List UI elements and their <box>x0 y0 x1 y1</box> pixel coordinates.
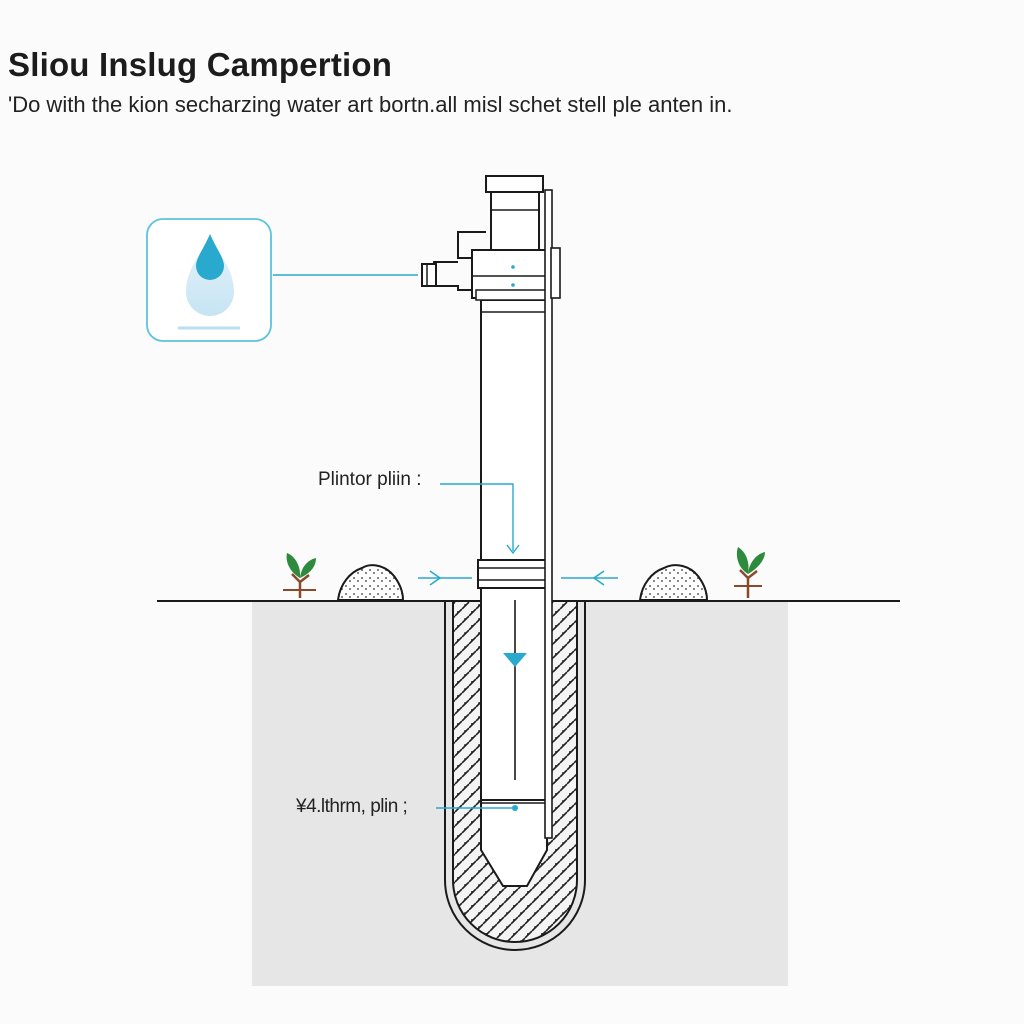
outlet-nozzle <box>421 263 437 287</box>
bottom-label: ¥4.lthrm, plin ; <box>296 796 408 817</box>
well-casing-lower <box>480 587 548 801</box>
side-rod <box>544 189 553 839</box>
plant-left-icon <box>283 553 316 598</box>
printer-label: Plintor pliin : <box>318 469 422 490</box>
borehole-outer <box>444 601 586 951</box>
well-column <box>480 299 548 561</box>
water-drop-icon <box>178 234 240 330</box>
printer-leader <box>440 483 514 551</box>
inflow-arrow-left <box>418 570 472 586</box>
pump-motor <box>490 191 540 251</box>
pump-outlet-pipe <box>433 231 486 291</box>
diagram-subtitle: 'Do with the kion secharzing water art b… <box>8 92 733 117</box>
plant-right-icon <box>734 547 765 598</box>
flow-down-icon <box>503 653 527 667</box>
rock-right <box>638 564 709 601</box>
rock-left <box>336 564 405 601</box>
inflow-arrow-right <box>561 570 618 586</box>
diagram-title: Sliou Inslug Campertion <box>8 46 393 83</box>
well-collar <box>477 559 551 589</box>
